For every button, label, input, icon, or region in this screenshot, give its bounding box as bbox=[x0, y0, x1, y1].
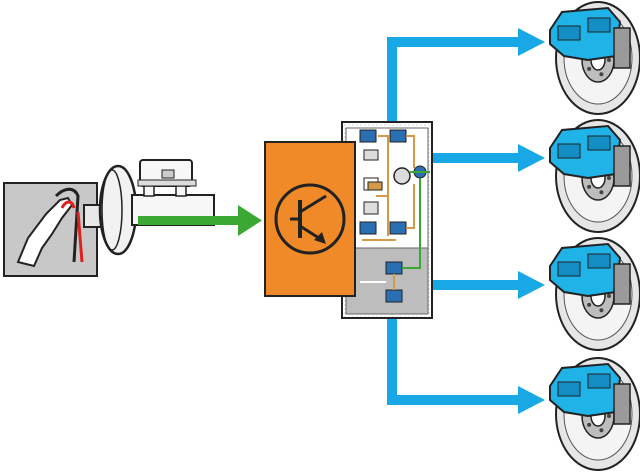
transistor-icon bbox=[274, 183, 346, 255]
pump-icon bbox=[393, 167, 411, 185]
pedal-arm bbox=[54, 187, 80, 263]
input-arrow bbox=[138, 205, 262, 236]
brakes bbox=[549, 1, 640, 471]
front-left-brake-disc-icon bbox=[549, 1, 640, 115]
pedal-indicator bbox=[60, 200, 76, 209]
internal-lines bbox=[360, 135, 430, 290]
arrow-front-left bbox=[518, 28, 545, 56]
line-front-left bbox=[387, 37, 520, 128]
arrow-rear-left bbox=[518, 271, 545, 299]
control-unit bbox=[264, 141, 356, 297]
rear-right-brake-disc-icon bbox=[549, 357, 640, 471]
arrow-rear-right bbox=[518, 386, 545, 414]
brake-pedal-icon bbox=[3, 182, 98, 277]
brake-booster-icon bbox=[83, 159, 215, 256]
rear-left-brake-disc-icon bbox=[549, 237, 640, 351]
front-right-brake-disc-icon bbox=[549, 119, 640, 233]
hydraulic-unit bbox=[341, 121, 433, 319]
line-rear-right bbox=[387, 318, 520, 405]
hydraulic-lines bbox=[387, 28, 545, 414]
arrow-front-right bbox=[518, 144, 545, 172]
